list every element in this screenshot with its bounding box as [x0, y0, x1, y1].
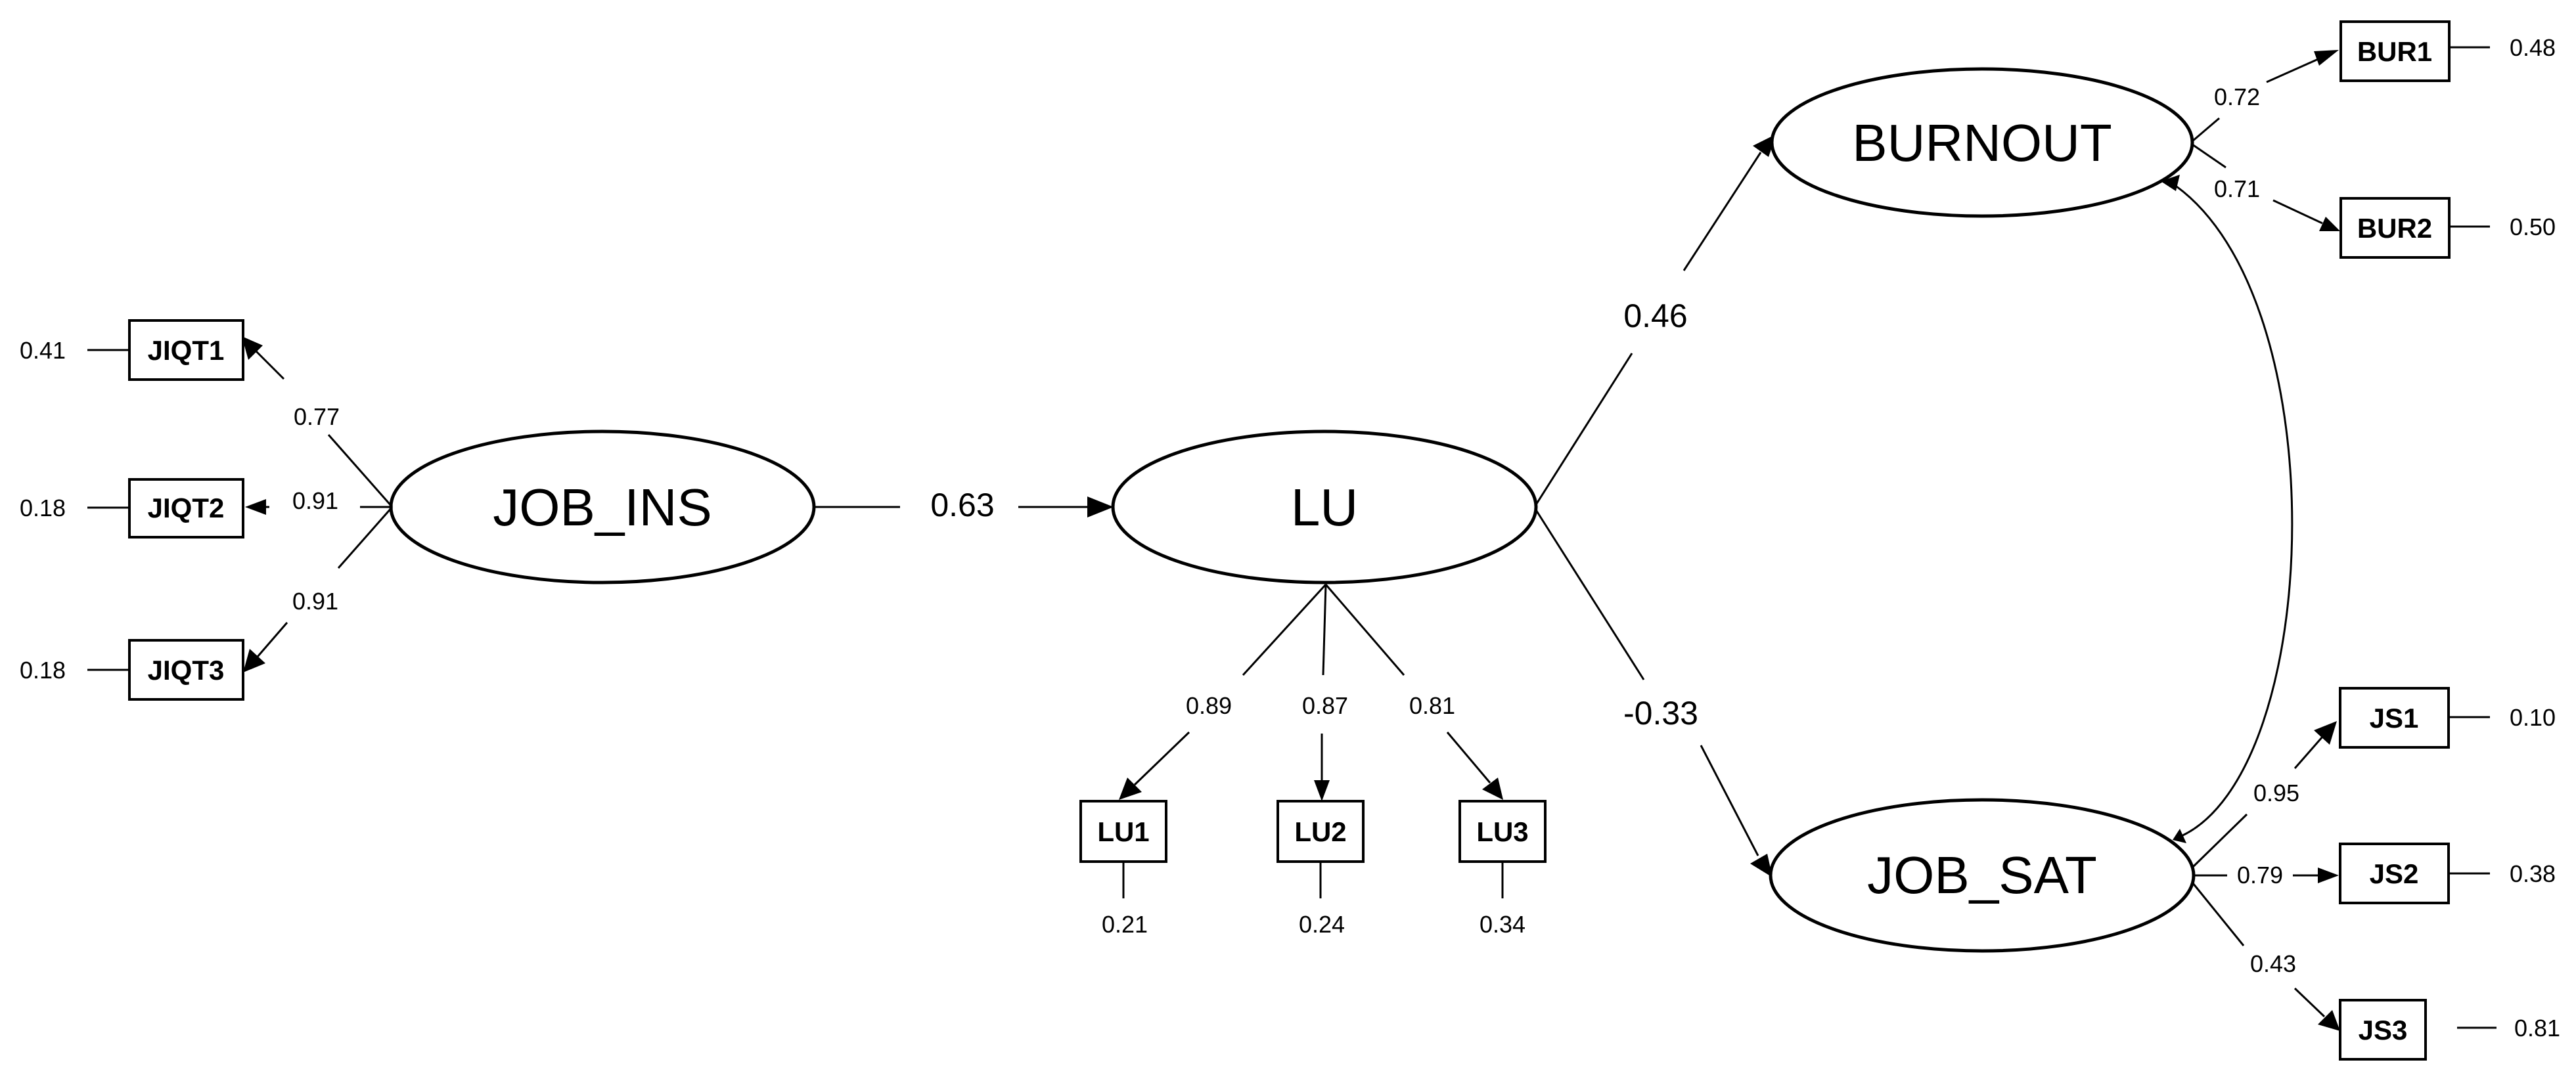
latent-lu-label: LU: [1291, 478, 1358, 537]
loading-js2: 0.79: [2237, 862, 2283, 889]
error-jiqt1: 0.41: [20, 337, 66, 364]
loading-js1: 0.95: [2253, 780, 2299, 806]
path-coef-lu-job-sat: -0.33: [1623, 695, 1698, 732]
indicator-jiqt3: 0.91 JIQT3 0.18: [20, 506, 394, 701]
indicator-js2-label: JS2: [2370, 858, 2419, 889]
error-js1: 0.10: [2510, 704, 2556, 731]
indicator-jiqt2: 0.91 JIQT2 0.18: [20, 478, 392, 538]
indicator-jiqt1-label: JIQT1: [148, 335, 225, 366]
indicator-lu3-label: LU3: [1476, 816, 1528, 847]
latent-job-ins-label: JOB_INS: [493, 478, 712, 537]
error-bur1: 0.48: [2510, 34, 2556, 61]
loading-jiqt1: 0.77: [294, 403, 340, 430]
error-js2: 0.38: [2510, 860, 2556, 887]
loading-jiqt3: 0.91: [292, 588, 338, 615]
indicator-bur2: 0.71 BUR2 0.50: [2192, 143, 2556, 259]
path-lu-to-burnout: 0.46: [1534, 134, 1776, 506]
error-jiqt2: 0.18: [20, 495, 66, 521]
indicator-jiqt3-label: JIQT3: [148, 655, 225, 686]
path-job-ins-to-lu: 0.63: [815, 487, 1114, 523]
loading-jiqt2: 0.91: [292, 487, 338, 514]
indicator-js2: 0.79 JS2 0.38: [2193, 843, 2556, 904]
error-js3: 0.81: [2514, 1015, 2560, 1042]
indicator-bur1-label: BUR1: [2357, 36, 2432, 67]
indicator-lu2: 0.87 LU2 0.24: [1277, 584, 1365, 938]
indicator-lu1-label: LU1: [1097, 816, 1149, 847]
latent-job-sat-label: JOB_SAT: [1867, 846, 2097, 904]
path-coef-lu-burnout: 0.46: [1623, 297, 1687, 334]
latent-job-ins: JOB_INS: [389, 429, 816, 584]
loading-lu2: 0.87: [1302, 692, 1348, 719]
indicator-bur1: 0.72 BUR1 0.48: [2192, 20, 2556, 143]
indicator-lu3: 0.81 LU3 0.34: [1324, 584, 1547, 938]
loading-lu1: 0.89: [1186, 692, 1232, 719]
error-lu1: 0.21: [1102, 911, 1148, 938]
covariance-burnout-job-sat: [2161, 175, 2294, 843]
indicator-jiqt1: 0.77 JIQT1 0.41: [20, 319, 394, 508]
latent-job-sat: JOB_SAT: [1769, 798, 2196, 953]
indicator-bur2-label: BUR2: [2357, 213, 2432, 244]
loading-js3: 0.43: [2250, 950, 2296, 977]
error-lu3: 0.34: [1480, 911, 1525, 938]
path-coef-job-ins-lu: 0.63: [930, 487, 994, 523]
loading-bur1: 0.72: [2214, 83, 2260, 110]
path-lu-to-job-sat: -0.33: [1534, 508, 1773, 877]
latent-lu: LU: [1111, 429, 1538, 584]
indicator-lu2-label: LU2: [1294, 816, 1346, 847]
error-bur2: 0.50: [2510, 213, 2556, 240]
indicator-jiqt2-label: JIQT2: [148, 493, 225, 523]
indicator-js3: 0.43 JS3 0.81: [2192, 883, 2560, 1061]
error-jiqt3: 0.18: [20, 657, 66, 684]
loading-bur2: 0.71: [2214, 175, 2260, 202]
error-lu2: 0.24: [1299, 911, 1345, 938]
loading-lu3: 0.81: [1409, 692, 1455, 719]
indicator-js1: 0.95 JS1 0.10: [2192, 687, 2556, 868]
latent-burnout: BURNOUT: [1770, 67, 2194, 218]
indicator-js3-label: JS3: [2359, 1015, 2408, 1045]
latent-burnout-label: BURNOUT: [1852, 114, 2112, 172]
indicator-js1-label: JS1: [2370, 703, 2419, 734]
indicator-lu1: 0.89 LU1 0.21: [1079, 583, 1327, 938]
